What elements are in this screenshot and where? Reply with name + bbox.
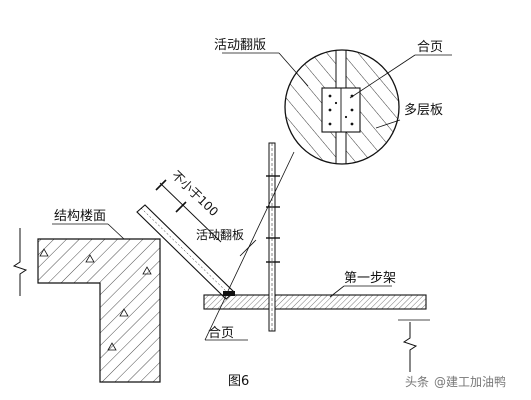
figure-caption: 图6 [228, 374, 249, 389]
first-step-frame-board [203, 294, 427, 310]
concrete-structure [37, 238, 161, 383]
watermark-handle: @建工加油鸭 [434, 375, 506, 389]
hinge-detail-circle [284, 49, 400, 165]
label-movable-flap-side: 活动翻板 [196, 228, 244, 242]
first-step-frame-leader [329, 285, 345, 298]
break-line-left [12, 228, 28, 296]
label-hinge-top: 合页 [417, 40, 443, 55]
watermark-prefix: 头条 [405, 375, 429, 389]
label-multilayer-board: 多层板 [404, 102, 443, 118]
hinge-top-leader [349, 54, 416, 99]
label-first-step-frame: 第一步架 [344, 271, 396, 286]
detail-leader [227, 151, 295, 292]
guard-post [266, 142, 280, 332]
label-structure-floor: 结构楼面 [54, 209, 106, 224]
movable-flap-side-leader [239, 239, 257, 257]
dimension-line [155, 179, 222, 243]
multilayer-board-leader [375, 119, 401, 129]
label-movable-flap-top: 活动翻版 [214, 38, 266, 53]
label-hinge-bottom: 合页 [208, 326, 234, 341]
movable-flap-top-leader [278, 52, 309, 87]
hinge-bottom [223, 291, 235, 296]
break-line-right [398, 319, 430, 372]
hinge-bottom-leader [204, 295, 227, 341]
floor-leader [107, 223, 125, 240]
